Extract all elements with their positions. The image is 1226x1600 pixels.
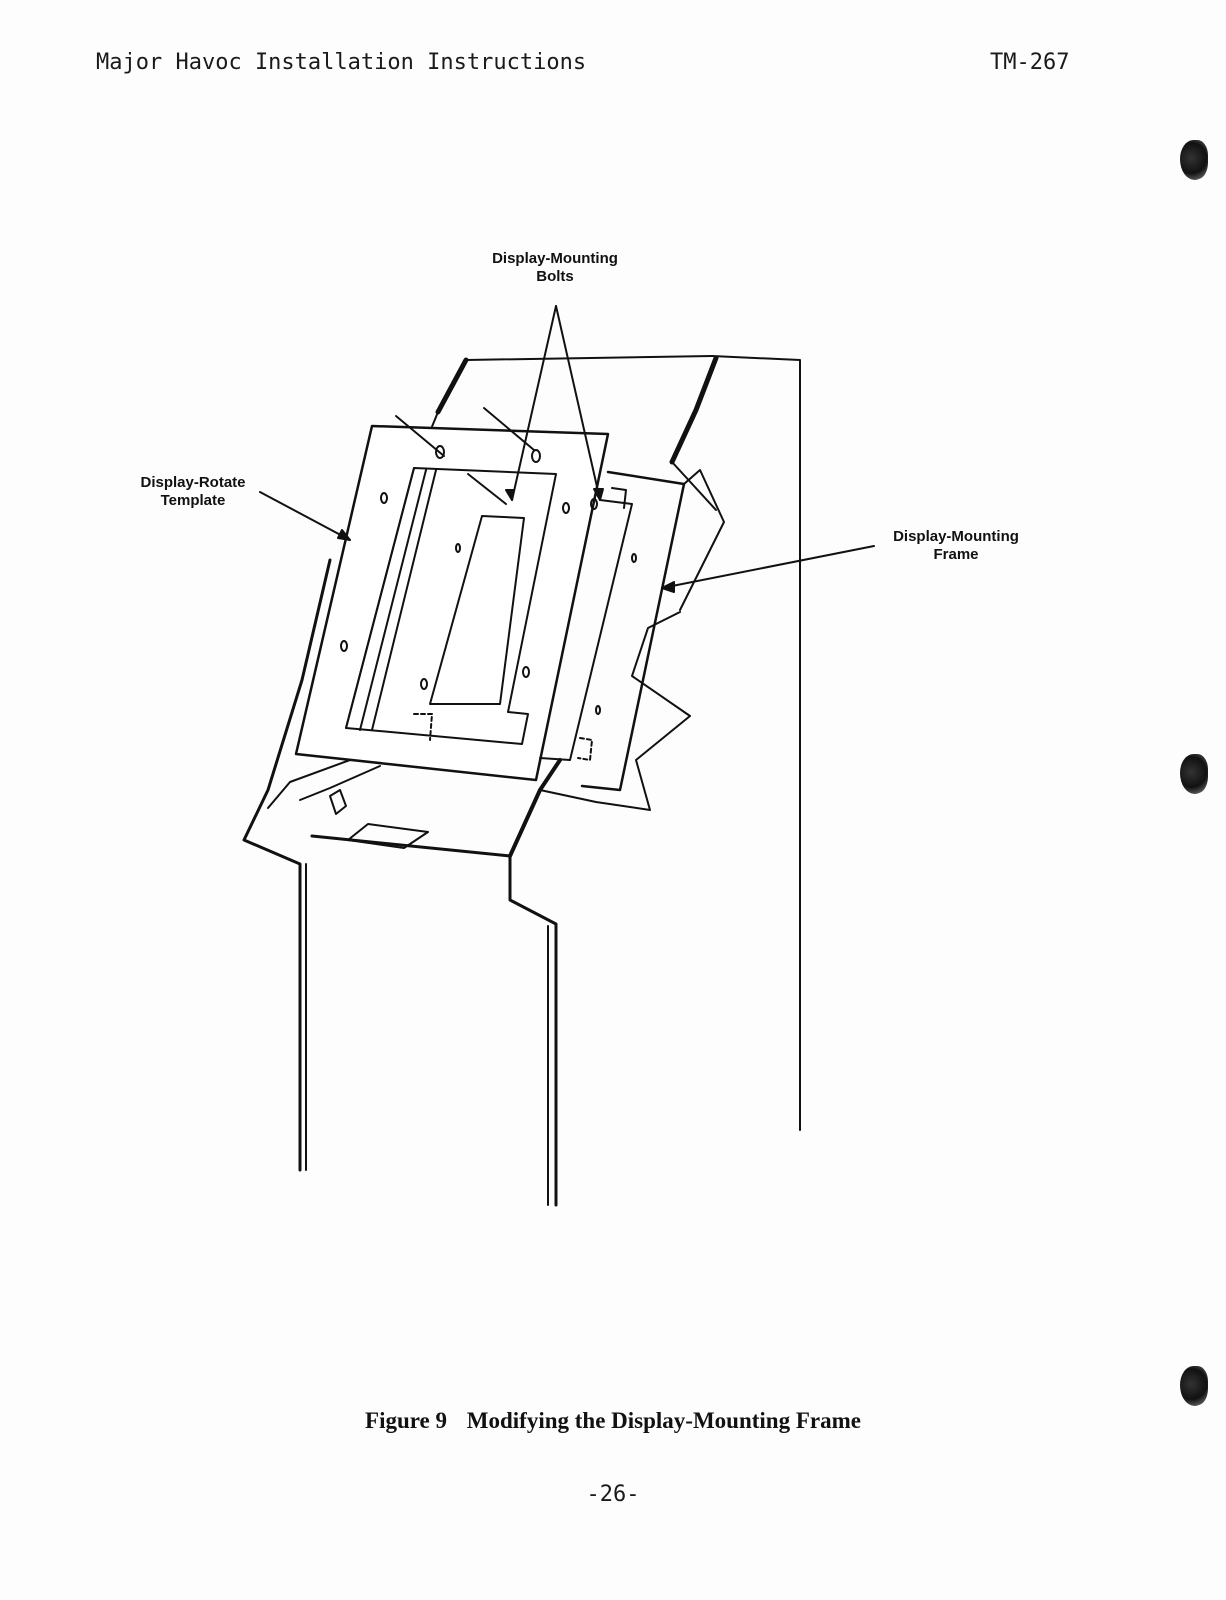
label-display-mounting-frame: Display-Mounting Frame (876, 528, 1036, 564)
binder-hole-mark (1180, 140, 1208, 180)
page-number: -26- (586, 1482, 640, 1507)
label-frame-line-2: Frame (933, 546, 979, 563)
label-template-line-1: Display-Rotate (140, 474, 246, 491)
figure-number: Figure 9 (365, 1408, 448, 1433)
label-display-mounting-bolts: Display-Mounting Bolts (470, 250, 640, 286)
label-bolts-line-2: Bolts (536, 268, 574, 285)
cabinet-top (465, 355, 713, 361)
label-template-line-2: Template (160, 492, 226, 509)
figure-caption-text: Modifying the Display-Mounting Frame (466, 1408, 861, 1433)
document-code: TM-267 (990, 50, 1070, 75)
binder-hole-mark (1180, 1366, 1208, 1406)
document-title: Major Havoc Installation Instructions (96, 50, 587, 75)
label-bolts-line-1: Display-Mounting (492, 250, 618, 267)
cabinet-right-edge (711, 355, 801, 1131)
binder-hole-mark (1180, 754, 1208, 794)
label-display-rotate-template: Display-Rotate Template (128, 474, 258, 510)
figure-caption: Figure 9 Modifying the Display-Mounting … (0, 1408, 1226, 1434)
label-frame-line-1: Display-Mounting (893, 528, 1019, 545)
